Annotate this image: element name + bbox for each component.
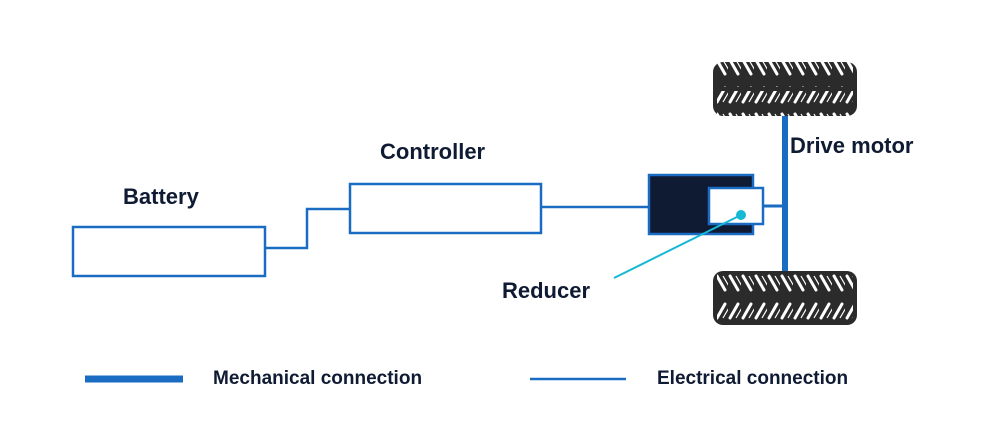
battery-label: Battery (123, 184, 199, 209)
reducer-pointer-dot (736, 210, 746, 220)
reducer-label: Reducer (502, 278, 591, 303)
top-wheel-icon (713, 62, 857, 116)
reducer-pointer-line (613, 214, 742, 279)
reducer-box (707, 186, 765, 226)
drive-motor-label: Drive motor (790, 133, 914, 158)
electrical-line-battery-controller (265, 207, 350, 250)
legend-electrical-label: Electrical connection (657, 368, 849, 389)
controller-box (348, 182, 543, 235)
legend-mechanical-label: Mechanical connection (213, 368, 423, 389)
bottom-wheel-icon (713, 271, 857, 325)
controller-label: Controller (380, 139, 486, 164)
battery-box (71, 225, 267, 278)
